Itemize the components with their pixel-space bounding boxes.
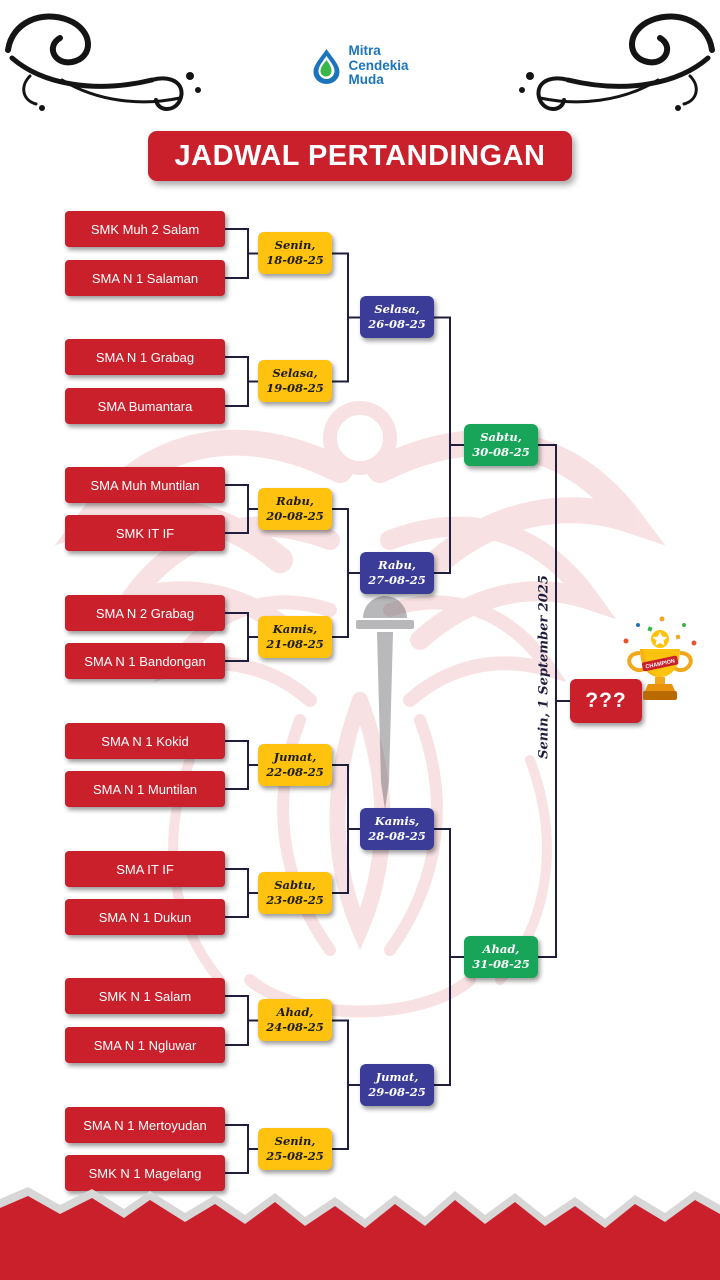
team-box: SMA N 1 Ngluwar [65, 1027, 225, 1063]
water-drop-logo-icon [313, 48, 340, 84]
match-day: Jumat, [375, 1070, 419, 1085]
match-day: Ahad, [482, 942, 520, 957]
round2-match-box: Kamis, 28-08-25 [360, 808, 434, 850]
match-day: Ahad, [276, 1005, 314, 1020]
round1-match-box: Jumat, 22-08-25 [258, 744, 332, 786]
team-box: SMK N 1 Salam [65, 978, 225, 1014]
team-box: SMA N 1 Muntilan [65, 771, 225, 807]
corner-flourish-right [519, 13, 715, 111]
round1-match-box: Selasa, 19-08-25 [258, 360, 332, 402]
match-date: 19-08-25 [266, 381, 324, 395]
match-day: Rabu, [276, 494, 314, 509]
match-date: 30-08-25 [472, 445, 530, 459]
match-day: Kamis, [272, 622, 318, 637]
team-box: SMA IT IF [65, 851, 225, 887]
page-title: JADWAL PERTANDINGAN [148, 131, 572, 181]
round1-match-box: Ahad, 24-08-25 [258, 999, 332, 1041]
team-box: SMA N 1 Grabag [65, 339, 225, 375]
round1-match-box: Sabtu, 23-08-25 [258, 872, 332, 914]
match-date: 24-08-25 [266, 1020, 324, 1034]
round2-match-box: Jumat, 29-08-25 [360, 1064, 434, 1106]
match-date: 29-08-25 [368, 1085, 426, 1099]
match-date: 26-08-25 [368, 317, 426, 331]
team-box: SMK Muh 2 Salam [65, 211, 225, 247]
round1-match-box: Senin, 18-08-25 [258, 232, 332, 274]
champion-placeholder-box: ??? [570, 679, 642, 723]
match-day: Rabu, [378, 558, 416, 573]
team-box: SMA N 1 Mertoyudan [65, 1107, 225, 1143]
semifinal-match-box: Ahad, 31-08-25 [464, 936, 538, 978]
team-box: SMA Muh Muntilan [65, 467, 225, 503]
match-day: Sabtu, [274, 878, 316, 893]
team-box: SMA N 1 Kokid [65, 723, 225, 759]
round1-match-box: Senin, 25-08-25 [258, 1128, 332, 1170]
match-day: Senin, [274, 238, 316, 253]
match-date: 20-08-25 [266, 509, 324, 523]
match-date: 27-08-25 [368, 573, 426, 587]
team-box: SMA N 1 Dukun [65, 899, 225, 935]
match-day: Kamis, [374, 814, 420, 829]
round1-match-box: Rabu, 20-08-25 [258, 488, 332, 530]
organizer-logo: Mitra Cendekia Muda [311, 43, 409, 88]
team-box: SMK N 1 Magelang [65, 1155, 225, 1191]
organizer-name: Mitra Cendekia Muda [348, 43, 409, 88]
final-schedule-label: Senin, 1 September 2025 [536, 575, 552, 759]
round2-match-box: Selasa, 26-08-25 [360, 296, 434, 338]
logo-line-2: Cendekia [348, 57, 409, 73]
match-day: Jumat, [273, 750, 317, 765]
match-day: Selasa, [374, 302, 420, 317]
round2-match-box: Rabu, 27-08-25 [360, 552, 434, 594]
logo-line-1: Mitra [348, 43, 381, 58]
logo-line-3: Muda [348, 72, 384, 88]
match-date: 18-08-25 [266, 253, 324, 267]
team-box: SMA N 1 Bandongan [65, 643, 225, 679]
torn-paper-edge [0, 1187, 720, 1280]
match-date: 22-08-25 [266, 765, 324, 779]
team-box: SMK IT IF [65, 515, 225, 551]
match-date: 25-08-25 [266, 1149, 324, 1163]
team-box: SMA N 2 Grabag [65, 595, 225, 631]
team-box: SMA Bumantara [65, 388, 225, 424]
match-day: Senin, [274, 1134, 316, 1149]
trophy-icon: CHAMPION [623, 616, 697, 700]
semifinal-match-box: Sabtu, 30-08-25 [464, 424, 538, 466]
round1-match-box: Kamis, 21-08-25 [258, 616, 332, 658]
monument-emblem [356, 566, 414, 810]
corner-flourish-left [5, 13, 201, 111]
team-box: SMA N 1 Salaman [65, 260, 225, 296]
match-day: Sabtu, [480, 430, 522, 445]
match-date: 28-08-25 [368, 829, 426, 843]
match-date: 31-08-25 [472, 957, 530, 971]
match-day: Selasa, [272, 366, 318, 381]
match-date: 21-08-25 [266, 637, 324, 651]
match-date: 23-08-25 [266, 893, 324, 907]
